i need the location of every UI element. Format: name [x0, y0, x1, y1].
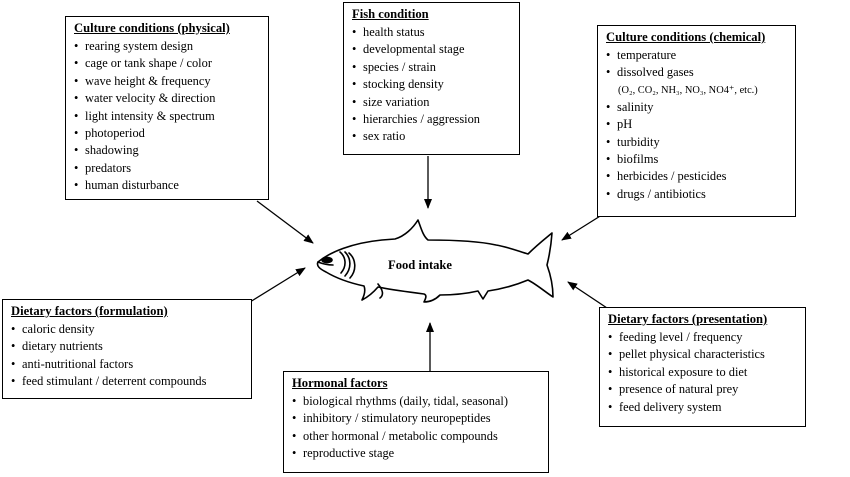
list-item: size variation: [352, 94, 511, 112]
box-title: Fish condition: [352, 7, 429, 21]
list-item: salinity: [606, 99, 787, 117]
list-item: health status: [352, 24, 511, 42]
dietary-factors-presentation-box: Dietary factors (presentation) feeding l…: [599, 307, 806, 427]
fish-condition-box: Fish condition health status development…: [343, 2, 520, 155]
fish-mouth: [317, 261, 334, 266]
list-item: hierarchies / aggression: [352, 111, 511, 129]
list-item: wave height & frequency: [74, 73, 260, 91]
box-title: Dietary factors (presentation): [608, 312, 768, 326]
list-item: historical exposure to diet: [608, 364, 797, 382]
list-item: rearing system design: [74, 38, 260, 56]
list-item: dissolved gases: [606, 64, 787, 82]
list-item: inhibitory / stimulatory neuropeptides: [292, 410, 540, 428]
fish-body-outline: [316, 219, 554, 303]
list-item: temperature: [606, 47, 787, 65]
fish-illustration: [316, 219, 554, 303]
fish-eye: [321, 256, 333, 264]
list-item: developmental stage: [352, 41, 511, 59]
fish-gill-3: [348, 252, 356, 279]
list-item: anti-nutritional factors: [11, 356, 243, 374]
arrow-formulation-to-fish: [249, 267, 306, 303]
list-item: drugs / antibiotics: [606, 186, 787, 204]
culture-conditions-physical-box: Culture conditions (physical) rearing sy…: [65, 16, 269, 200]
list-item: dietary nutrients: [11, 338, 243, 356]
list-item: cage or tank shape / color: [74, 55, 260, 73]
list-item: light intensity & spectrum: [74, 108, 260, 126]
list-item: predators: [74, 160, 260, 178]
list-item: reproductive stage: [292, 445, 540, 463]
list-item: stocking density: [352, 76, 511, 94]
list-item: herbicides / pesticides: [606, 168, 787, 186]
box-title: Dietary factors (formulation): [11, 304, 168, 318]
dietary-factors-formulation-box: Dietary factors (formulation) caloric de…: [2, 299, 252, 399]
fish-pectoral-fin: [377, 283, 384, 299]
list-item: feed delivery system: [608, 399, 797, 417]
list-item: pellet physical characteristics: [608, 346, 797, 364]
list-item: shadowing: [74, 142, 260, 160]
list-item: caloric density: [11, 321, 243, 339]
list-item: biofilms: [606, 151, 787, 169]
box-title: Culture conditions (chemical): [606, 30, 766, 44]
list-item: feed stimulant / deterrent compounds: [11, 373, 243, 391]
list-item: water velocity & direction: [74, 90, 260, 108]
list-item: turbidity: [606, 134, 787, 152]
list-item: presence of natural prey: [608, 381, 797, 399]
fish-gill-2: [344, 251, 351, 277]
dissolved-gases-detail: (O₂, CO₂, NH₃, NO₃, NO4⁺, etc.): [618, 84, 758, 96]
arrow-physical-to-fish: [256, 200, 314, 244]
fish-gill-1: [339, 251, 346, 274]
list-item: photoperiod: [74, 125, 260, 143]
list-item: human disturbance: [74, 177, 260, 195]
culture-conditions-chemical-box: Culture conditions (chemical) temperatur…: [597, 25, 796, 217]
list-item: sex ratio: [352, 128, 511, 146]
hormonal-factors-box: Hormonal factors biological rhythms (dai…: [283, 371, 549, 473]
food-intake-label: Food intake: [388, 258, 453, 272]
list-item: feeding level / frequency: [608, 329, 797, 347]
box-title: Culture conditions (physical): [74, 21, 230, 35]
list-item: pH: [606, 116, 787, 134]
list-item: biological rhythms (daily, tidal, season…: [292, 393, 540, 411]
box-title: Hormonal factors: [292, 376, 388, 390]
list-item: other hormonal / metabolic compounds: [292, 428, 540, 446]
list-item: species / strain: [352, 59, 511, 77]
